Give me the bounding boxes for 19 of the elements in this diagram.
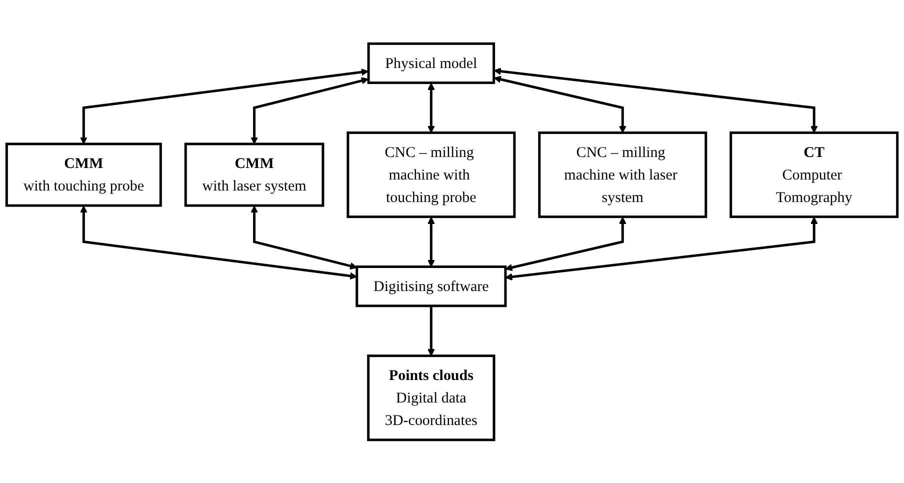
- node-box: CT Computer Tomography: [730, 131, 899, 218]
- node-box: Physical model: [367, 42, 496, 84]
- arrow: [428, 82, 435, 133]
- arrow: [505, 216, 626, 271]
- node-box: CNC – milling machine with touching probe: [346, 131, 516, 218]
- arrow: [80, 68, 369, 144]
- arrow: [505, 216, 818, 280]
- node-box: CNC – milling machine with laser system: [538, 131, 708, 218]
- node-box: CMM with laser system: [184, 142, 324, 207]
- node-box: CMM with touching probe: [5, 142, 162, 207]
- node-box: Digitising software: [356, 265, 507, 307]
- arrow: [250, 76, 369, 144]
- arrow: [494, 67, 818, 133]
- arrow: [428, 216, 435, 267]
- arrow: [80, 205, 358, 280]
- arrow: [428, 306, 435, 356]
- arrow: [494, 76, 626, 133]
- node-box: Points clouds Digital data 3D-coordinates: [367, 354, 496, 441]
- arrow: [250, 205, 358, 270]
